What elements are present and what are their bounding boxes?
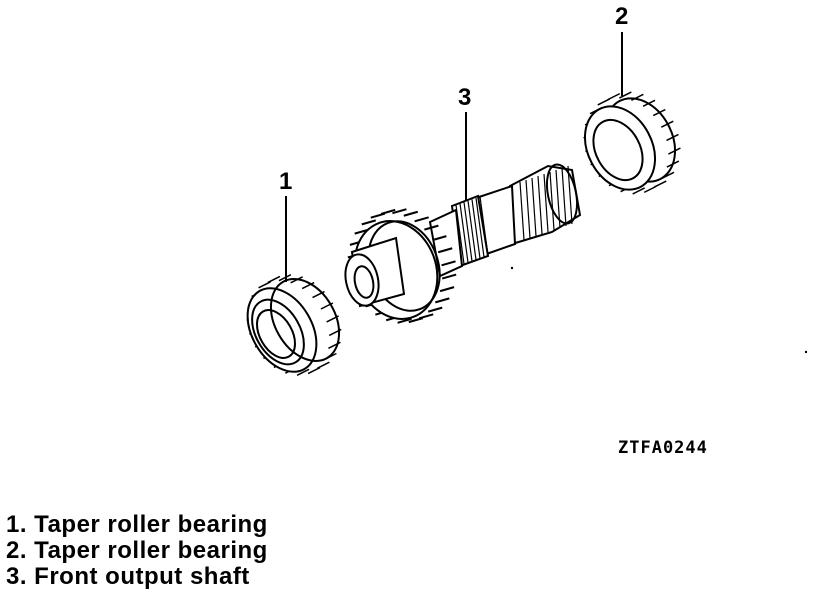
figure-code: ZTFA0244 [618,438,708,458]
speck [510,266,514,270]
legend-item-3: 3. Front output shaft [6,563,250,590]
bearing-2-drawing [583,91,681,195]
speck [804,350,808,354]
callout-1: 1 [279,168,293,195]
legend-item-1: 1. Taper roller bearing [6,511,268,538]
parts-legend: 1. Taper roller bearing 2. Taper roller … [6,512,268,590]
output-shaft-drawing [344,163,582,324]
bearing-1-drawing [246,274,342,376]
callout-2: 2 [615,3,629,30]
legend-item-2: 2. Taper roller bearing [6,537,268,564]
callout-3: 3 [458,84,472,111]
